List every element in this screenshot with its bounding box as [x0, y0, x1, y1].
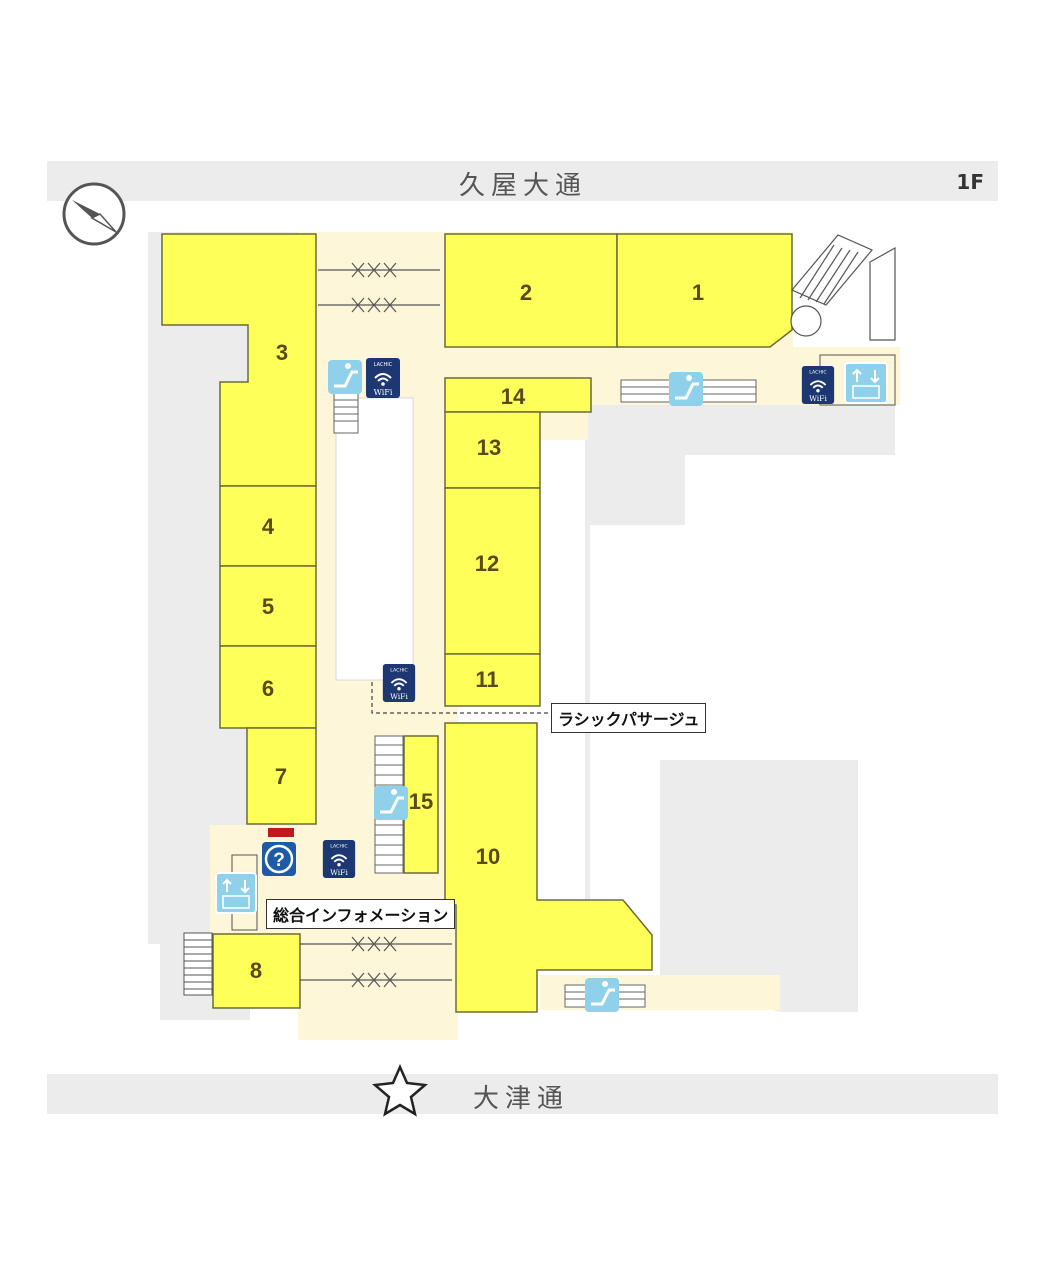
- passage-callout[interactable]: ラシックパサージュ: [551, 703, 707, 733]
- svg-text:WiFi: WiFi: [390, 692, 408, 701]
- information-icon[interactable]: ?: [262, 842, 296, 876]
- shop-7-number: 7: [275, 764, 287, 789]
- elevator-icon: [819, 354, 896, 406]
- shop-5-number: 5: [262, 594, 274, 619]
- north-road-label: 久屋大通: [459, 171, 588, 201]
- passage-leader-line: [371, 682, 550, 714]
- shop-6-number: 6: [262, 676, 274, 701]
- shop-4[interactable]: [219, 485, 317, 567]
- atrium-void: [335, 397, 414, 681]
- shop-14-number: 14: [501, 384, 526, 409]
- shop-11-number: 11: [475, 667, 498, 692]
- shop-3[interactable]: [161, 233, 317, 487]
- south-road-label: 大津通: [473, 1084, 570, 1114]
- svg-text:LACHIC: LACHIC: [330, 844, 348, 850]
- shop-10-number: 10: [476, 844, 500, 869]
- door-icon: [300, 262, 452, 988]
- shop-8[interactable]: [212, 933, 301, 1009]
- compass-icon: [62, 182, 126, 246]
- escalator-icon: [328, 360, 362, 394]
- wifi-icon: LACHIC WiFi: [322, 840, 356, 878]
- svg-text:WiFi: WiFi: [809, 394, 827, 403]
- svg-text:?: ?: [273, 850, 285, 871]
- svg-text:WiFi: WiFi: [330, 868, 348, 877]
- shop-8-number: 8: [250, 958, 262, 983]
- wifi-icon: LACHIC WiFi: [366, 358, 400, 398]
- information-desk: [268, 828, 294, 837]
- escalator-icon: [374, 786, 408, 820]
- south-road: 大津通: [47, 1074, 998, 1114]
- shop-13-number: 13: [477, 435, 501, 460]
- svg-text:LACHIC: LACHIC: [374, 362, 393, 368]
- wifi-icon: LACHIC WiFi: [382, 664, 416, 702]
- floor-label: 1F: [956, 170, 984, 194]
- svg-text:WiFi: WiFi: [374, 388, 393, 397]
- shop-2-number: 2: [520, 280, 532, 305]
- stairs-icon: [183, 932, 213, 996]
- escalator-icon: [669, 372, 703, 406]
- shop-1[interactable]: [616, 233, 793, 348]
- escalator-icon: [585, 978, 619, 1012]
- shop-11[interactable]: [444, 653, 541, 707]
- svg-text:LACHIC: LACHIC: [809, 370, 827, 376]
- shop-12[interactable]: [444, 487, 541, 655]
- shop-1-number: 1: [692, 280, 704, 305]
- shop-6[interactable]: [219, 645, 317, 729]
- shop-7[interactable]: [246, 727, 317, 825]
- shop-3-number: 3: [276, 340, 288, 365]
- north-road: 久屋大通 1F: [47, 161, 998, 201]
- shop-15-number: 15: [409, 789, 433, 814]
- wifi-icon: LACHIC WiFi: [801, 366, 835, 404]
- shop-5[interactable]: [219, 565, 317, 647]
- star-icon: [372, 1063, 428, 1117]
- shop-12-number: 12: [475, 551, 499, 576]
- svg-text:LACHIC: LACHIC: [390, 668, 408, 674]
- shop-4-number: 4: [262, 514, 275, 539]
- information-callout[interactable]: 総合インフォメーション: [266, 899, 456, 929]
- stairs-icon: [790, 234, 896, 341]
- elevator-icon: [215, 854, 258, 931]
